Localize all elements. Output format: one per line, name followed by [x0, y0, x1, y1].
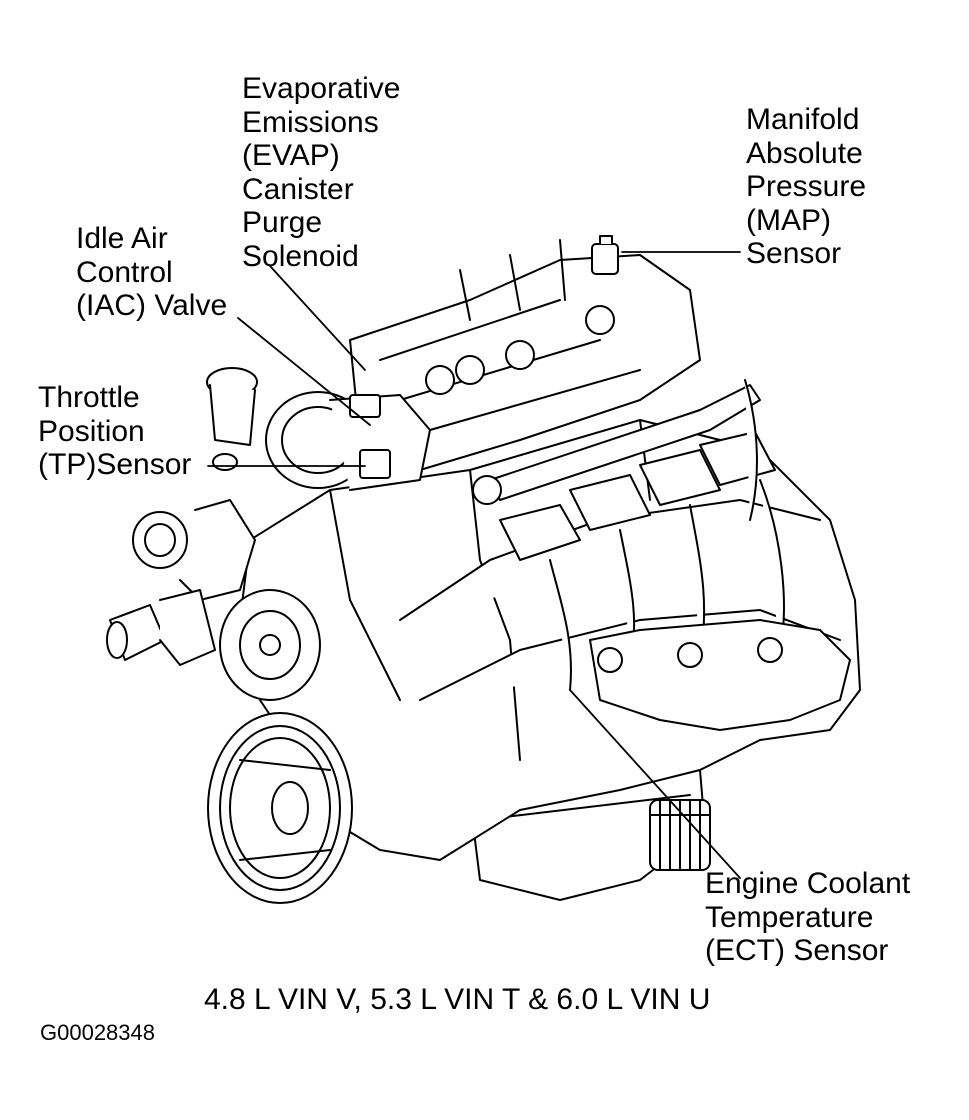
evap-line: Purge [242, 206, 323, 239]
iac-line: (IAC) Valve [76, 289, 228, 322]
evap-line: Solenoid [242, 239, 359, 273]
figure-id: G00028348 [40, 1020, 155, 1045]
callout-leaders [208, 252, 740, 878]
tp-line: Throttle [38, 381, 140, 414]
crank-pulley [208, 713, 352, 903]
tp-line: (TP)Sensor [38, 448, 192, 481]
iac-line: Control [76, 255, 173, 289]
evap-line: (EVAP) [242, 139, 340, 172]
map-line: (MAP) [746, 203, 831, 237]
accessory-pulleys [133, 500, 320, 700]
ect-line: Temperature [705, 900, 874, 934]
exhaust-manifold [590, 620, 850, 730]
map-callout: Manifold Absolute Pressure (MAP) Sensor [746, 103, 866, 271]
evap-line: Emissions [242, 105, 379, 139]
tp-line: Position [38, 414, 145, 448]
map-sensor [592, 236, 618, 274]
map-line: Absolute [746, 136, 863, 170]
oil-filter [650, 800, 710, 870]
map-line: Sensor [746, 237, 842, 270]
coolant-outlet [107, 590, 215, 665]
ect-callout: Engine Coolant Temperature (ECT) Sensor [705, 867, 910, 968]
evap-line: Canister [242, 172, 354, 206]
map-line: Pressure [746, 170, 867, 203]
evap-leader [270, 266, 365, 370]
ect-leader [570, 690, 740, 878]
iac-leader [238, 318, 370, 425]
filler-neck [207, 368, 257, 470]
iac-line: Idle Air [76, 222, 168, 255]
map-line: Manifold [746, 103, 860, 136]
ignition-coils [500, 380, 784, 690]
fuel-rail [473, 385, 760, 504]
iac-callout: Idle Air Control (IAC) Valve [76, 222, 227, 323]
ect-line: (ECT) Sensor [705, 934, 889, 967]
ect-line: Engine Coolant [705, 867, 911, 900]
tp-callout: Throttle Position (TP)Sensor [38, 381, 191, 482]
intake-manifold [350, 240, 700, 470]
diagram-caption: 4.8 L VIN V, 5.3 L VIN T & 6.0 L VIN U [204, 983, 711, 1016]
evap-callout: Evaporative Emissions (EVAP) Canister Pu… [242, 72, 400, 273]
evap-line: Evaporative [242, 72, 401, 105]
